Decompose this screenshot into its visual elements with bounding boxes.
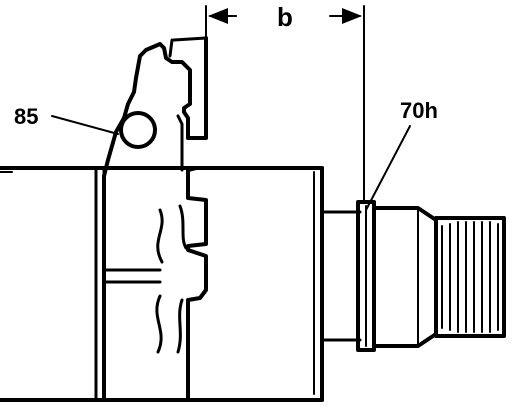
callout-85-leader	[51, 115, 119, 135]
stub-shaft	[320, 210, 362, 342]
callout-85: 85	[14, 104, 119, 135]
hub	[372, 206, 438, 348]
bracket-85	[102, 36, 208, 402]
retaining-ring-70h	[356, 200, 376, 352]
callout-70h-leader	[365, 125, 411, 211]
callout-70h-label: 70h	[400, 98, 438, 123]
callout-85-label: 85	[14, 104, 38, 129]
main-shaft	[0, 166, 324, 402]
splined-end	[434, 216, 506, 338]
dimension-b: b	[205, 2, 365, 201]
dimension-label: b	[277, 2, 293, 32]
callout-70h: 70h	[365, 98, 438, 211]
bracket-hole	[119, 111, 157, 149]
